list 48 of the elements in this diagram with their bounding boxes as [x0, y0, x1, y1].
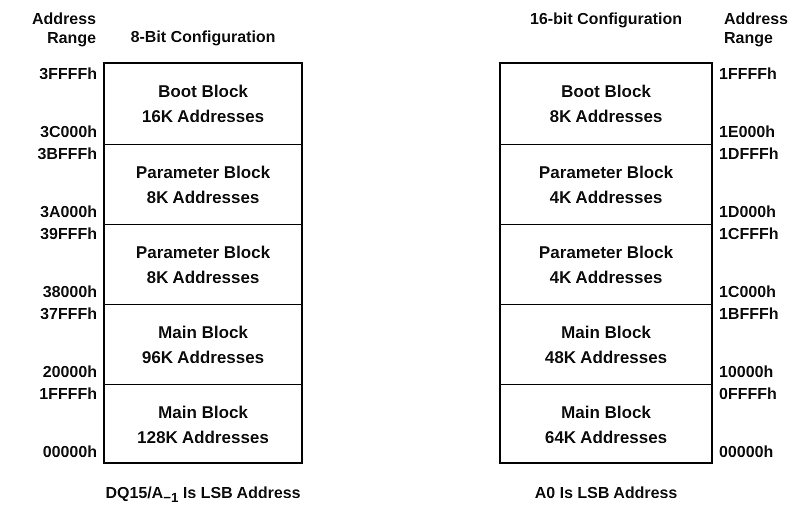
- address-label: 1C000h: [719, 284, 776, 302]
- block-label: 64K Addresses: [544, 426, 668, 448]
- block-label: Main Block: [561, 402, 651, 424]
- column-heading: Address Range: [30, 10, 96, 48]
- block-label: Parameter Block: [538, 162, 674, 184]
- caption: DQ15/A$_{−1}$ Is LSB Address: [104, 485, 302, 508]
- block-label: 4K Addresses: [550, 266, 662, 288]
- block-label: Main Block: [561, 322, 651, 344]
- memory-map-column: [103, 62, 303, 464]
- address-label: 1D000h: [719, 204, 776, 222]
- block-label: Parameter Block: [136, 242, 270, 264]
- caption: A0 Is LSB Address: [534, 485, 678, 503]
- block-label: Boot Block: [158, 81, 248, 103]
- block-label: 128K Addresses: [137, 426, 269, 448]
- address-label: 00000h: [719, 444, 774, 462]
- address-label: 1FFFFh: [39, 386, 97, 404]
- address-label: 3FFFFh: [39, 66, 97, 84]
- block-label: 8K Addresses: [550, 106, 662, 128]
- block-label: 48K Addresses: [544, 346, 668, 368]
- block-label: Main Block: [158, 402, 248, 424]
- column-heading: 8-Bit Configuration: [130, 28, 276, 48]
- address-label: 1DFFFh: [719, 146, 779, 164]
- address-label: 1E000h: [719, 124, 776, 142]
- address-label: 3BFFFh: [37, 146, 97, 164]
- block-label: 4K Addresses: [550, 186, 662, 208]
- address-label: 1FFFFh: [719, 66, 777, 84]
- memory-map-column: [499, 62, 713, 464]
- block-label: 8K Addresses: [146, 266, 260, 288]
- address-label: 10000h: [719, 364, 774, 382]
- address-label: 37FFFh: [40, 306, 97, 324]
- address-label: 00000h: [42, 444, 97, 462]
- block-label: Parameter Block: [538, 242, 674, 264]
- block-label: Main Block: [158, 322, 248, 344]
- column-heading: 16-bit Configuration: [529, 10, 683, 30]
- address-label: 3C000h: [40, 124, 97, 142]
- block-label: 96K Addresses: [142, 346, 264, 368]
- block-label: Parameter Block: [136, 162, 270, 184]
- address-label: 38000h: [42, 284, 97, 302]
- address-label: 39FFFh: [40, 226, 97, 244]
- column-heading: Address Range: [724, 10, 790, 48]
- address-label: 0FFFFh: [719, 386, 777, 404]
- block-label: 16K Addresses: [142, 106, 264, 128]
- block-label: 8K Addresses: [146, 186, 260, 208]
- address-label: 3A000h: [40, 204, 97, 222]
- address-label: 1BFFFh: [719, 306, 779, 324]
- address-label: 20000h: [42, 364, 97, 382]
- address-label: 1CFFFh: [719, 226, 779, 244]
- block-label: Boot Block: [561, 81, 651, 103]
